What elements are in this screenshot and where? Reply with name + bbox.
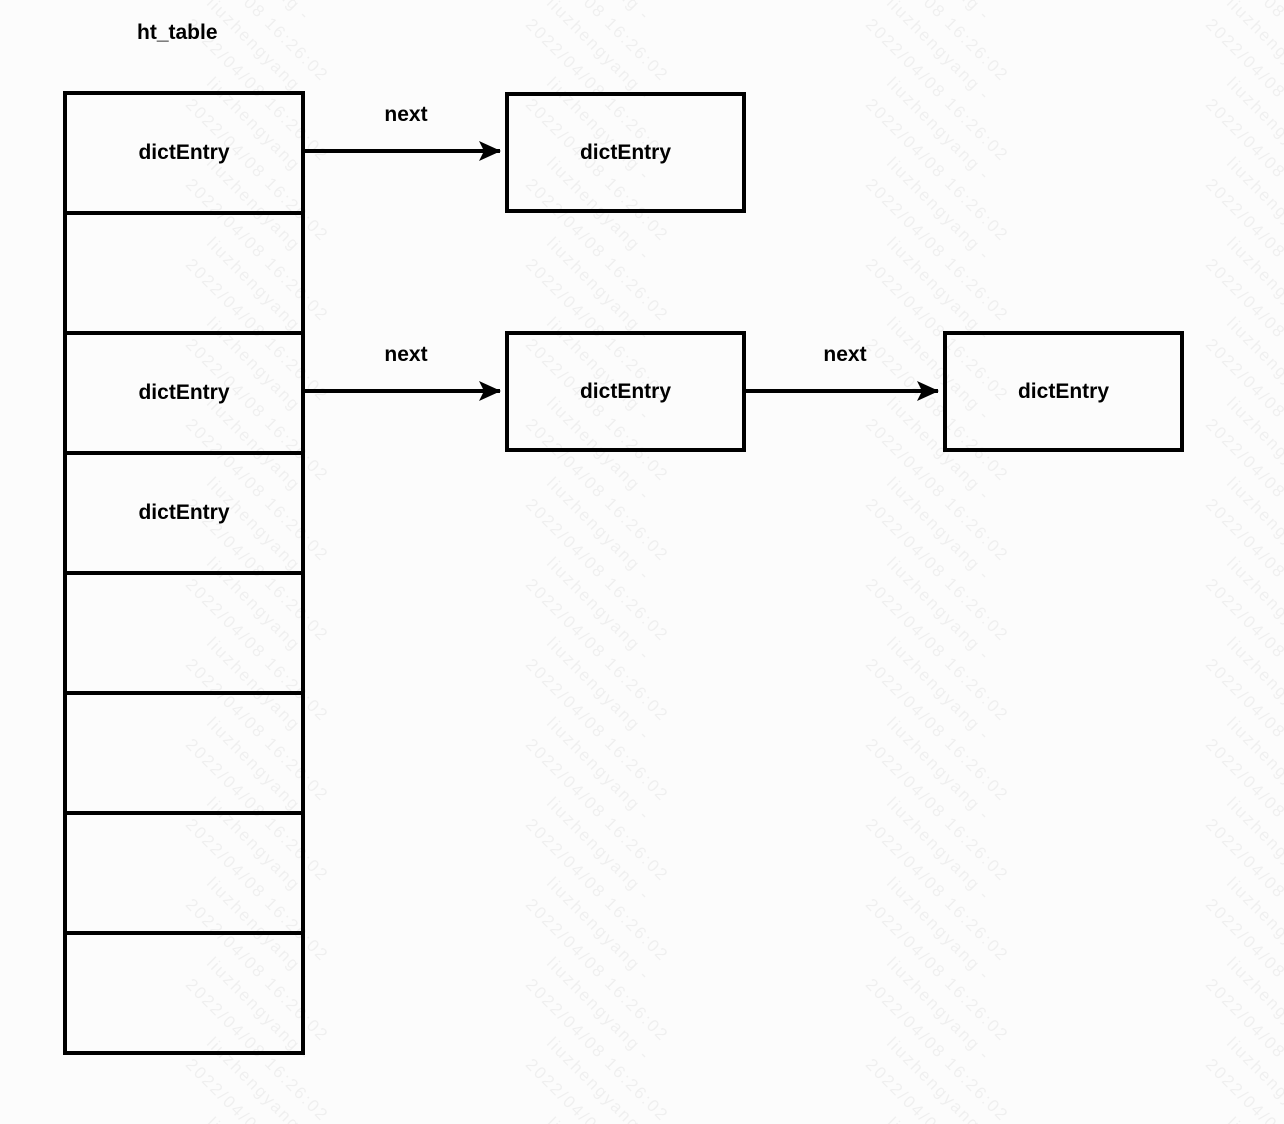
watermark-text: liuzhengyang -2022/04/08 16:26:02 (0, 150, 17, 330)
cell-text-4: dictEntry (138, 501, 230, 524)
node-text-3: dictEntry (1017, 379, 1109, 403)
watermark-text: liuzhengyang -2022/04/08 16:26:02 (1201, 233, 1284, 406)
watermark-text: liuzhengyang -2022/04/08 16:26:02 (0, 230, 17, 410)
watermark-text: liuzhengyang -2022/04/08 16:26:02 (521, 473, 673, 646)
watermark-text: liuzhengyang -2022/04/08 16:26:02 (0, 550, 17, 730)
watermark-text: liuzhengyang -2022/04/08 16:26:02 (521, 953, 673, 1124)
watermark-text: liuzhengyang -2022/04/08 16:26:02 (521, 713, 673, 886)
watermark-text: liuzhengyang -2022/04/08 16:26:02 (521, 0, 673, 86)
node-text-1: dictEntry (579, 140, 671, 164)
watermark-text: liuzhengyang -2022/04/08 16:26:02 (858, 1110, 1038, 1124)
ht-table-cell-5 (63, 571, 305, 695)
ht-table-cell-4: dictEntry (63, 451, 305, 575)
watermark-text: liuzhengyang -2022/04/08 16:26:02 (522, 1033, 673, 1124)
next-edge-label-2: next (384, 343, 428, 366)
watermark-text: liuzhengyang -2022/04/08 16:26:02 (1202, 0, 1284, 86)
watermark-text: liuzhengyang -2022/04/08 16:26:02 (178, 1110, 358, 1124)
cell-text-1: dictEntry (138, 141, 230, 164)
next-edge-label-3: next (823, 343, 867, 366)
ht-table-cell-6 (63, 691, 305, 815)
watermark-text: liuzhengyang -2022/04/08 16:26:02 (0, 70, 17, 250)
watermark-text: liuzhengyang -2022/04/08 16:26:02 (1201, 713, 1284, 886)
node-text-2: dictEntry (579, 379, 671, 403)
watermark-text: liuzhengyang -2022/04/08 16:26:02 (1201, 153, 1284, 326)
watermark-text: liuzhengyang -2022/04/08 16:26:02 (0, 0, 17, 90)
watermark-text: liuzhengyang -2022/04/08 16:26:02 (1201, 793, 1284, 966)
watermark-text: liuzhengyang -2022/04/08 16:26:02 (1201, 473, 1284, 646)
ht-table-cell-7 (63, 811, 305, 935)
next-edge-label-1: next (384, 103, 428, 126)
watermark-text: liuzhengyang -2022/04/08 16:26:02 (1201, 73, 1284, 246)
watermark-text: liuzhengyang -2022/04/08 16:26:02 (1202, 1033, 1284, 1124)
watermark-text: liuzhengyang -2022/04/08 16:26:02 (861, 0, 1013, 86)
watermark-text: liuzhengyang -2022/04/08 16:26:02 (861, 0, 1013, 166)
watermark-text: liuzhengyang -2022/04/08 16:26:02 (0, 390, 17, 570)
watermark-text: liuzhengyang -2022/04/08 16:26:02 (1201, 553, 1284, 726)
watermark-text: liuzhengyang -2022/04/08 16:26:02 (1198, 1110, 1284, 1124)
watermark-text: liuzhengyang -2022/04/08 16:26:02 (861, 793, 1013, 966)
watermark-text: liuzhengyang -2022/04/08 16:26:02 (0, 790, 17, 970)
watermark-text: liuzhengyang -2022/04/08 16:26:02 (0, 950, 17, 1124)
watermark-text: liuzhengyang -2022/04/08 16:26:02 (521, 793, 673, 966)
dict-entry-node-3: dictEntry (943, 331, 1184, 452)
watermark-text: liuzhengyang -2022/04/08 16:26:02 (861, 553, 1013, 726)
watermark-text: liuzhengyang -2022/04/08 16:26:02 (0, 630, 17, 810)
watermark-text: liuzhengyang -2022/04/08 16:26:02 (861, 713, 1013, 886)
watermark-text: liuzhengyang -2022/04/08 16:26:02 (861, 873, 1013, 1046)
watermark-text: liuzhengyang -2022/04/08 16:26:02 (861, 953, 1013, 1124)
watermark-text: liuzhengyang -2022/04/08 16:26:02 (0, 310, 17, 490)
watermark-text: liuzhengyang -2022/04/08 16:26:02 (1201, 393, 1284, 566)
dict-entry-node-2: dictEntry (505, 331, 746, 452)
watermark-text: liuzhengyang -2022/04/08 16:26:02 (518, 1110, 698, 1124)
watermark-text: liuzhengyang -2022/04/08 16:26:02 (1201, 953, 1284, 1124)
ht-table-cell-3: dictEntry (63, 331, 305, 455)
dict-entry-node-1: dictEntry (505, 92, 746, 213)
watermark-text: liuzhengyang -2022/04/08 16:26:02 (1201, 313, 1284, 486)
watermark-text: liuzhengyang -2022/04/08 16:26:02 (1201, 0, 1284, 166)
watermark-text: liuzhengyang -2022/04/08 16:26:02 (861, 633, 1013, 806)
ht-table-cell-1: dictEntry (63, 91, 305, 215)
watermark-text: liuzhengyang -2022/04/08 16:26:02 (861, 73, 1013, 246)
watermark-text: liuzhengyang -2022/04/08 16:26:02 (0, 1110, 17, 1124)
watermark-text: liuzhengyang -2022/04/08 16:26:02 (521, 873, 673, 1046)
ht-table-cell-8 (63, 931, 305, 1055)
watermark-text: liuzhengyang -2022/04/08 16:26:02 (1201, 873, 1284, 1046)
watermark-text: liuzhengyang -2022/04/08 16:26:02 (521, 633, 673, 806)
watermark-text: liuzhengyang -2022/04/08 16:26:02 (0, 870, 17, 1050)
watermark-text: liuzhengyang -2022/04/08 16:26:02 (0, 0, 17, 170)
watermark-text: liuzhengyang -2022/04/08 16:26:02 (861, 153, 1013, 326)
ht-table-cell-2 (63, 211, 305, 335)
watermark-text: liuzhengyang -2022/04/08 16:26:02 (521, 553, 673, 726)
watermark-text: liuzhengyang -2022/04/08 16:26:02 (862, 1033, 1013, 1124)
watermark-text: liuzhengyang -2022/04/08 16:26:02 (0, 470, 17, 650)
watermark-text: liuzhengyang -2022/04/08 16:26:02 (0, 1030, 17, 1124)
watermark-text: liuzhengyang -2022/04/08 16:26:02 (1201, 633, 1284, 806)
watermark-text: liuzhengyang -2022/04/08 16:26:02 (861, 473, 1013, 646)
ht-table-label: ht_table (137, 21, 218, 44)
watermark-text: liuzhengyang -2022/04/08 16:26:02 (0, 710, 17, 890)
cell-text-3: dictEntry (138, 381, 230, 404)
